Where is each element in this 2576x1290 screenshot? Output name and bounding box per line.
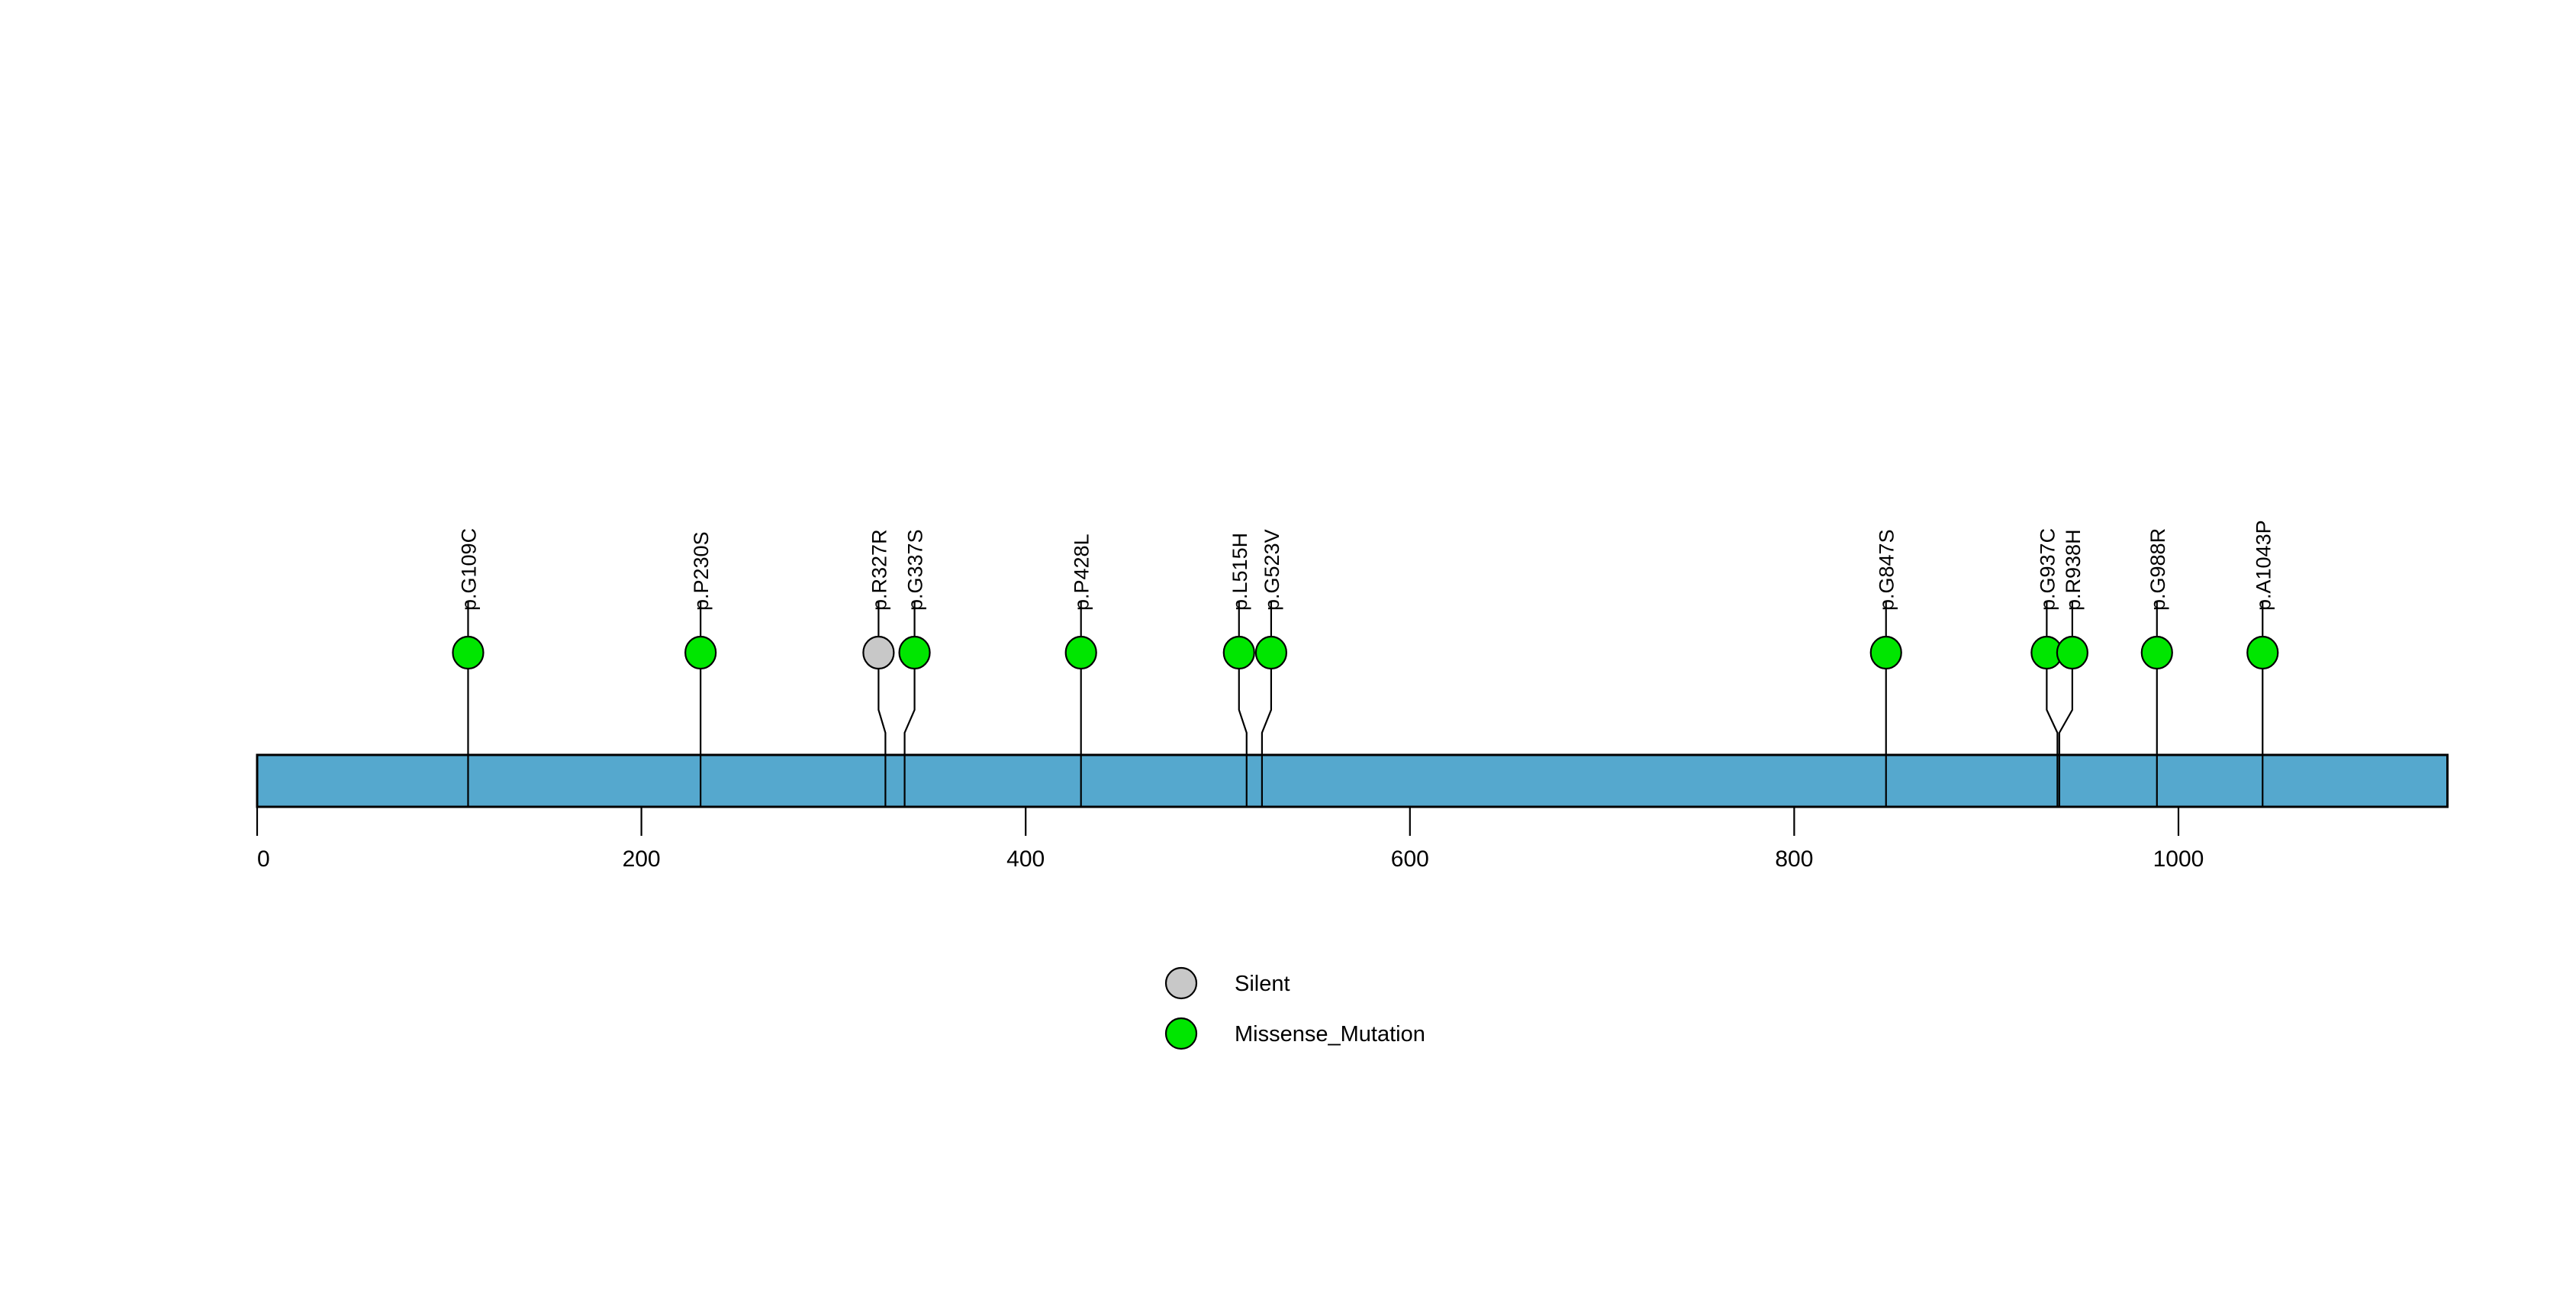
lollipop-node-pa1043p[interactable] [2246, 635, 2279, 670]
lollipop-label: p.P428L [1071, 534, 1093, 611]
lollipop-label: p.G337S [904, 529, 927, 611]
lollipop-node-pp428l[interactable] [1064, 635, 1097, 670]
legend-label: Missense_Mutation [1235, 1022, 1425, 1047]
x-axis-tick-label: 600 [1391, 847, 1429, 872]
lollipop-node-pg988r[interactable] [2140, 635, 2173, 670]
legend-swatch[interactable] [1164, 966, 1198, 1000]
lollipop-node-pg523v[interactable] [1254, 635, 1288, 670]
lollipop-node-pl515h[interactable] [1222, 635, 1255, 670]
legend-label: Silent [1235, 972, 1290, 996]
protein-backbone-bar[interactable] [256, 753, 2449, 808]
x-axis-tick-label: 800 [1775, 847, 1813, 872]
lollipop-label: p.R938H [2062, 529, 2085, 611]
lollipop-label: p.G109C [457, 528, 480, 611]
lollipop-labels-layer: p.G109C p.P230S p.R327R p.G337S p.P428L p.L51… [457, 520, 2275, 611]
lollipop-label: p.L515H [1228, 533, 1251, 611]
x-axis-tick-label: 1000 [2153, 847, 2204, 872]
lollipop-label: p.A1043P [2252, 520, 2275, 611]
lollipop-label: p.G847S [1876, 529, 1898, 611]
x-axis-tick-label: 0 [257, 847, 270, 872]
lollipop-node-pr327r[interactable] [862, 635, 895, 670]
legend-swatch[interactable] [1164, 1017, 1198, 1050]
protein-backbone-group [256, 753, 2449, 808]
lollipop-label: p.G523V [1261, 529, 1283, 611]
lollipop-nodes-layer [452, 635, 2279, 670]
x-axis-layer: 0 200 400 600 800 1000 [256, 807, 2204, 872]
lollipop-label: p.P230S [690, 531, 713, 611]
lollipop-node-pg109c[interactable] [452, 635, 485, 670]
lollipop-label: p.G937C [2036, 528, 2059, 611]
lollipop-label: p.G988R [2146, 528, 2169, 611]
lollipop-node-pg337s[interactable] [898, 635, 931, 670]
lollipop-node-pp230s[interactable] [684, 635, 717, 670]
lollipop-node-pg847s[interactable] [1869, 635, 1902, 670]
lollipop-label: p.R327R [868, 529, 890, 611]
x-axis-tick-label: 400 [1006, 847, 1045, 872]
x-axis-tick-label: 200 [623, 847, 661, 872]
lollipop-node-pr938h[interactable] [2056, 635, 2088, 670]
